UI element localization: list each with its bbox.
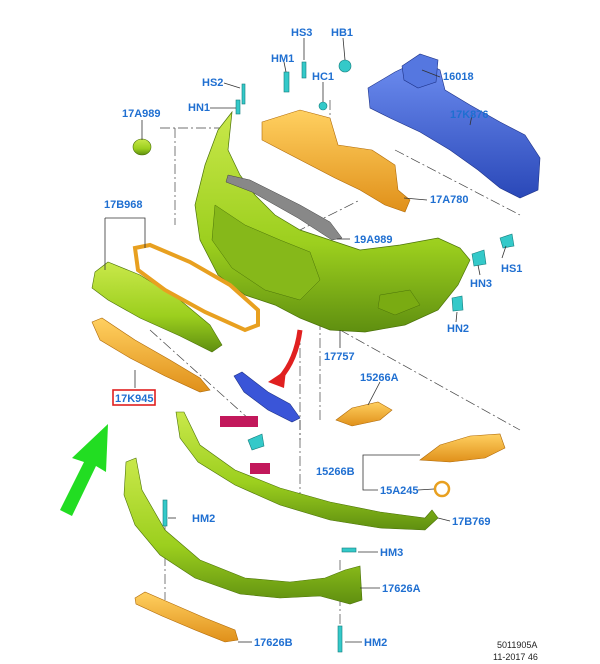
redacted-label-2: [250, 463, 270, 474]
fastener-hn1-icon: [235, 99, 241, 115]
label-hm1: HM1: [271, 53, 294, 65]
label-hb1: HB1: [331, 27, 353, 39]
label-hn2: HN2: [447, 323, 469, 335]
label-hm3: HM3: [380, 547, 403, 559]
grille-shape: [91, 261, 223, 353]
part-labels: HS3 HB1 HM1 HS2 HC1 16018 HN1 17A989 17K…: [104, 27, 522, 649]
red-arrow-head-icon: [268, 370, 286, 388]
label-16018: 16018: [443, 71, 474, 83]
label-17a780: 17A780: [430, 194, 469, 206]
label-19a989: 19A989: [354, 234, 393, 246]
fog-lamp-shape: [419, 433, 506, 463]
fastener-hs1-icon: [499, 233, 515, 249]
label-hn1: HN1: [188, 102, 210, 114]
label-17626b: 17626B: [254, 637, 293, 649]
label-17626a: 17626A: [382, 583, 421, 595]
fog-lamp-ring: [433, 480, 451, 498]
fastener-hn2-icon: [451, 295, 464, 312]
label-17a989: 17A989: [122, 108, 161, 120]
fastener-hm1-icon: [283, 71, 290, 93]
fastener-hm2-upper-icon: [162, 499, 168, 527]
fastener-hs2-icon: [241, 83, 246, 105]
fastener-hm3-icon: [341, 547, 357, 553]
label-17757: 17757: [324, 351, 355, 363]
fog-bezel-shape: [335, 401, 393, 427]
fastener-hc1-icon: [318, 101, 328, 111]
footer-date: 11-2017 46: [493, 652, 538, 662]
label-hc1: HC1: [312, 71, 334, 83]
fasteners: [162, 59, 515, 653]
red-arrow-icon: [278, 329, 303, 380]
fastener-hb1-icon: [338, 59, 352, 73]
label-hm2-upper: HM2: [192, 513, 215, 525]
upper-bracket-shape: [261, 109, 411, 213]
label-hs2: HS2: [202, 77, 223, 89]
beam-bracket-shape: [401, 53, 439, 89]
center-bracket-shape: [233, 371, 301, 423]
label-hs1: HS1: [501, 263, 522, 275]
label-17b769: 17B769: [452, 516, 491, 528]
footer-code: 5011905A: [497, 640, 537, 650]
lower-strip-shape: [134, 591, 239, 643]
label-17k876: 17K876: [450, 109, 489, 121]
tow-eye-cover-shape: [132, 138, 152, 156]
lower-grille-shape: [91, 317, 211, 393]
fastener-hs3-icon: [301, 61, 307, 79]
grille-surround-shape: [132, 242, 260, 333]
label-15a245: 15A245: [380, 485, 419, 497]
fastener-hidden1-icon: [247, 433, 265, 451]
fastener-hm2-lower-icon: [337, 625, 343, 653]
label-15266a: 15266A: [360, 372, 399, 384]
highlight-box-17k945: [112, 389, 156, 406]
bumper-grille-recess: [211, 204, 321, 301]
label-hs3: HS3: [291, 27, 312, 39]
redacted-label-1: [220, 416, 258, 427]
lower-lip-shape: [175, 411, 439, 531]
green-arrow-icon: [60, 424, 108, 516]
skid-plate-shape: [123, 457, 363, 605]
label-hn3: HN3: [470, 278, 492, 290]
label-17b968: 17B968: [104, 199, 143, 211]
fog-lamp-recess: [377, 289, 421, 316]
leader-lines: [104, 37, 507, 643]
label-hm2-lower: HM2: [364, 637, 387, 649]
label-17k945: 17K945: [115, 393, 154, 405]
fastener-hn3-icon: [471, 249, 487, 267]
label-15266b: 15266B: [316, 466, 355, 478]
